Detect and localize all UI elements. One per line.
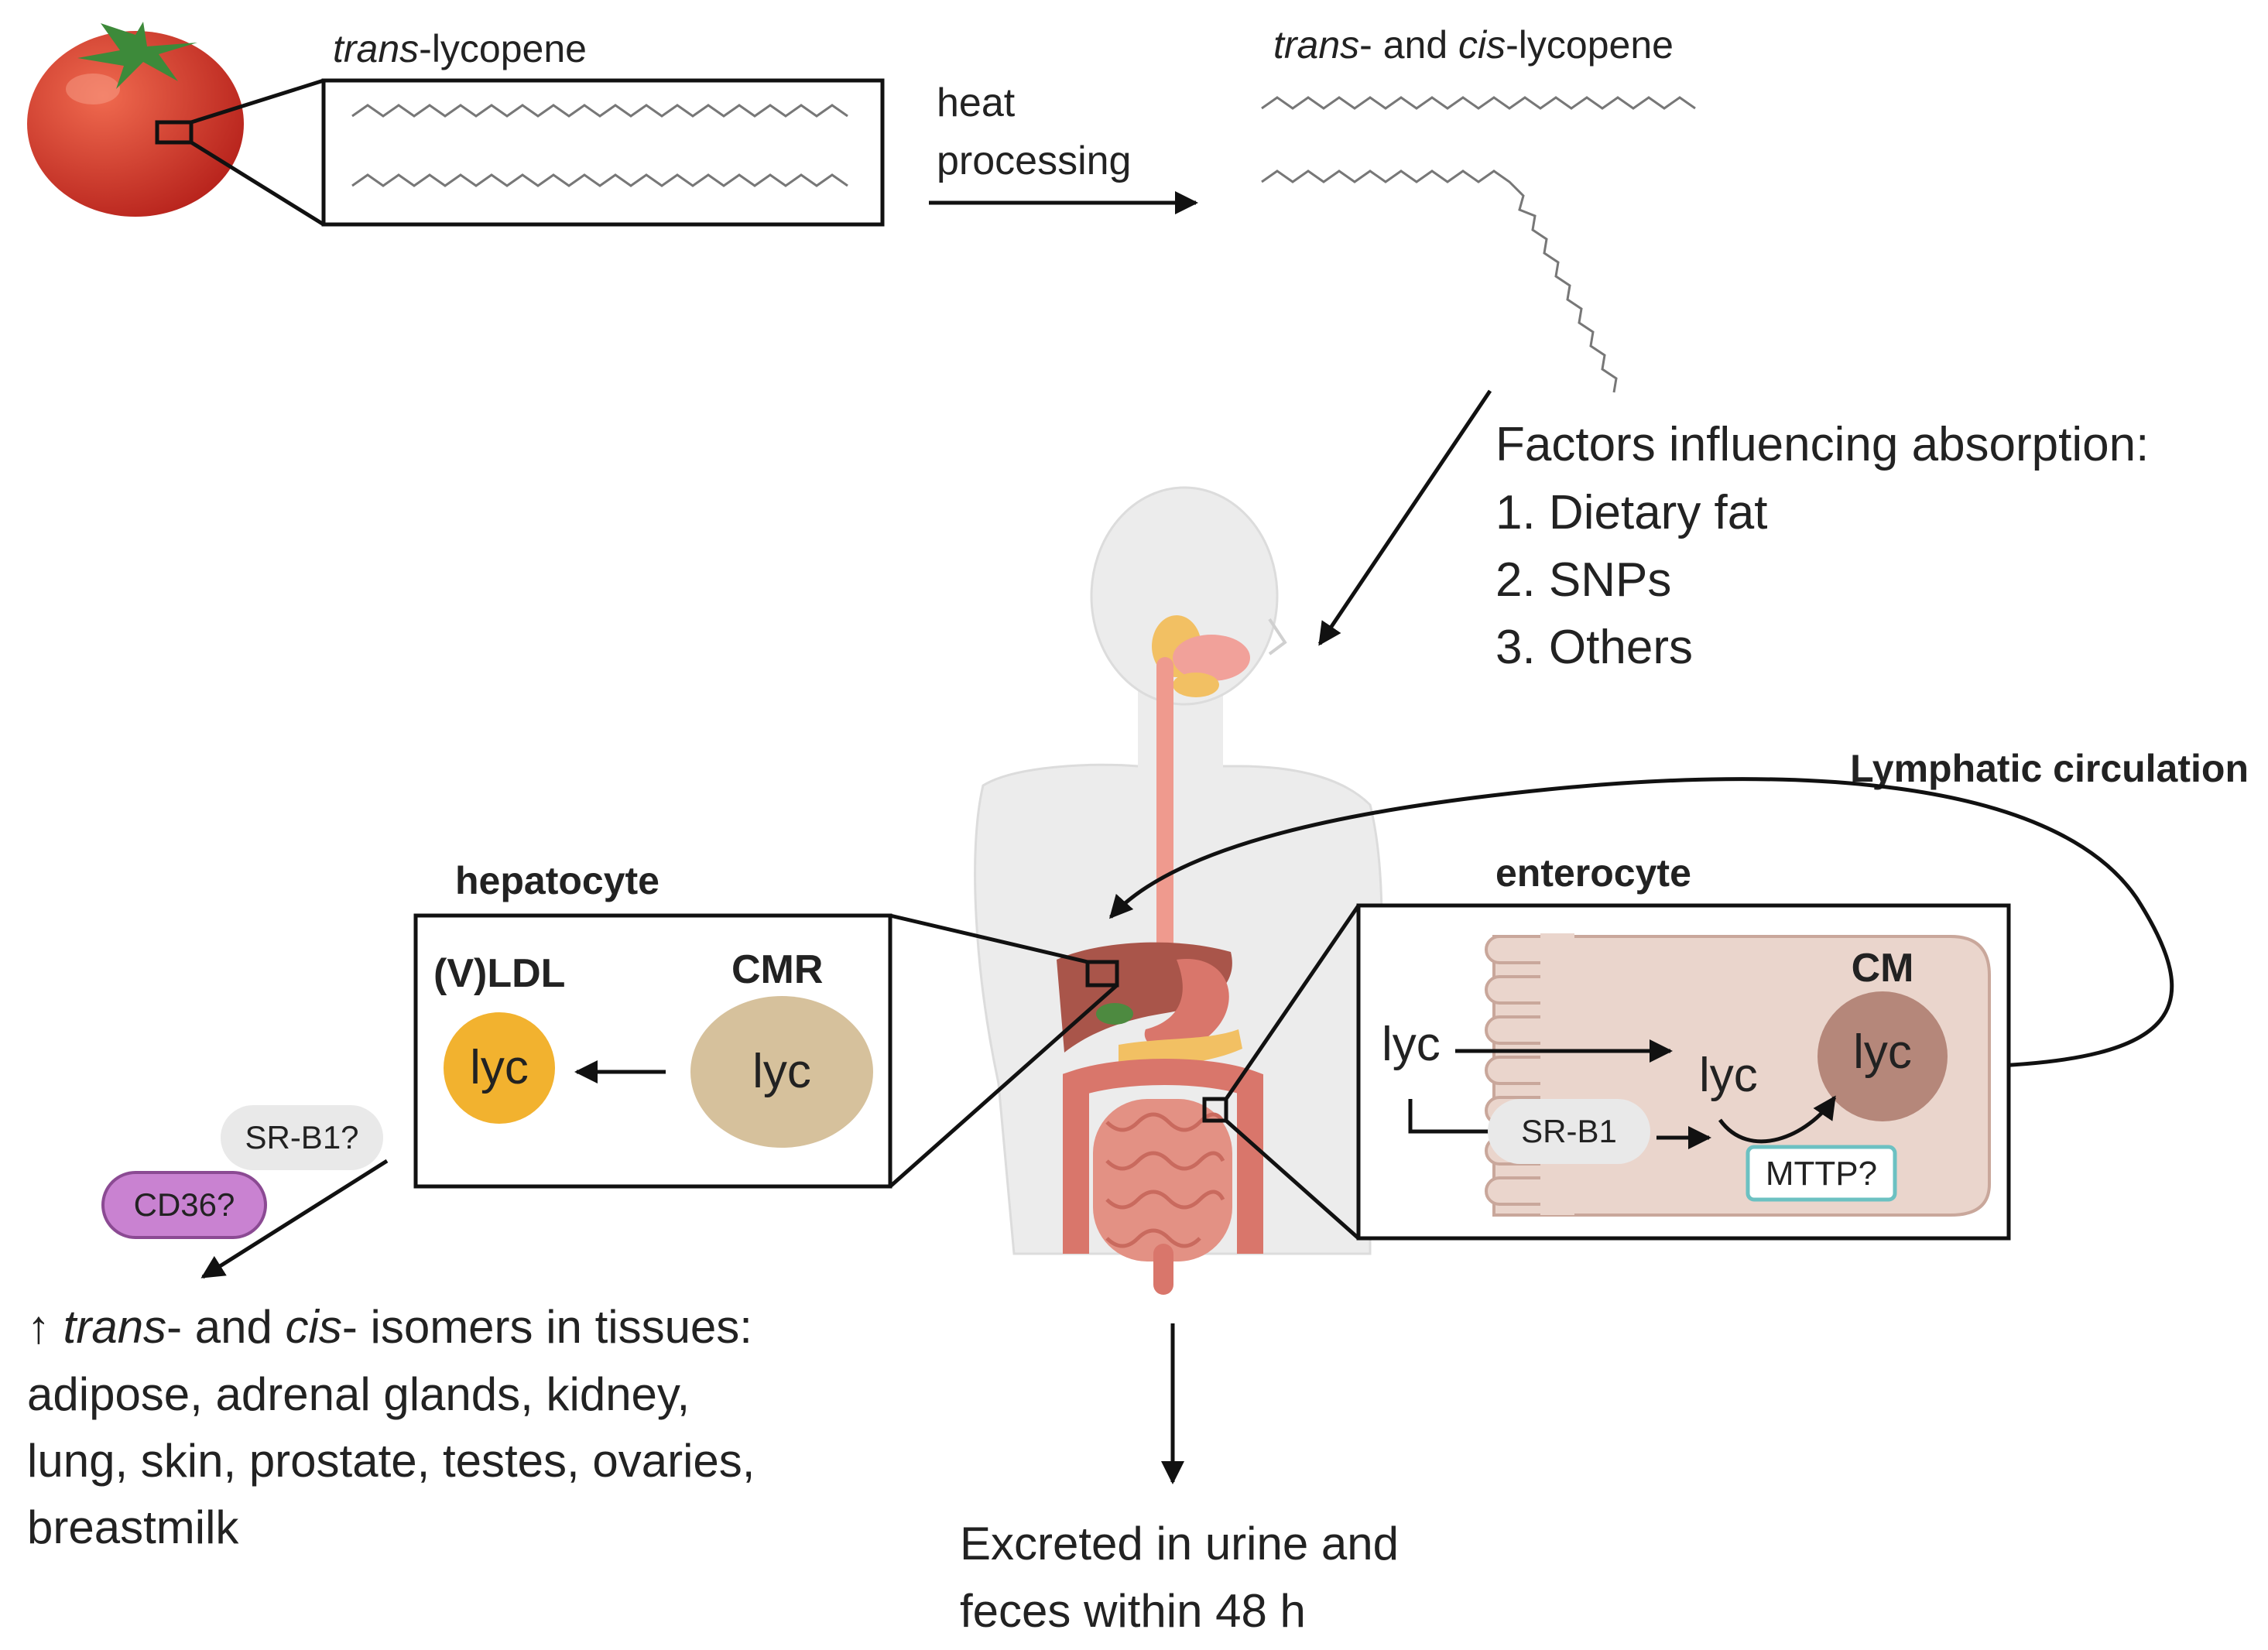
liver-zoom-marker bbox=[1085, 960, 1119, 988]
lymphatic-arrow bbox=[1108, 777, 2174, 1069]
cmr-particle bbox=[690, 996, 873, 1148]
factor-item: 1. Dietary fat bbox=[1495, 486, 1767, 539]
excreted-line: feces within 48 h bbox=[960, 1585, 1306, 1637]
molecule-chain bbox=[351, 104, 848, 118]
molecule-chain bbox=[1261, 169, 1618, 393]
human-body-icon bbox=[974, 486, 1383, 1295]
hepatocyte-zoom-line bbox=[889, 913, 1088, 964]
hepatocyte-zoom-line bbox=[889, 984, 1119, 1188]
molecule-chain bbox=[1261, 96, 1696, 110]
factors-title: Factors influencing absorption: bbox=[1495, 418, 2149, 471]
srb1-pill bbox=[1488, 1099, 1650, 1164]
svg-text:SR-B1: SR-B1 bbox=[1521, 1113, 1617, 1149]
cis-lycopene-molecules bbox=[1261, 96, 1696, 393]
factor-item: 2. SNPs bbox=[1495, 553, 1671, 607]
trans-lycopene-box bbox=[321, 78, 885, 227]
lymphatic-label: Lymphatic circulation bbox=[1850, 747, 2249, 790]
enterocyte-zoom-line bbox=[1224, 904, 1361, 1101]
intestine-zoom-marker bbox=[1202, 1097, 1228, 1123]
trans-cis-lycopene-label: trans- and cis-lycopene bbox=[1273, 23, 1674, 67]
factor-item: 3. Others bbox=[1495, 621, 1693, 674]
tissues-line: breastmilk bbox=[27, 1501, 239, 1553]
enterocyte-title: enterocyte bbox=[1495, 851, 1691, 895]
lyc-label: lyc bbox=[1382, 1018, 1441, 1071]
srb1-route bbox=[1408, 1099, 1506, 1134]
enterocyte-zoom-line bbox=[1225, 1119, 1360, 1240]
tomato-icon bbox=[27, 22, 325, 227]
cmr-label: CMR bbox=[731, 947, 823, 992]
hepatocyte-title: hepatocyte bbox=[455, 859, 660, 902]
tissues-line: adipose, adrenal glands, kidney, bbox=[27, 1368, 690, 1420]
tissue-arrow bbox=[200, 1159, 389, 1279]
vldl-label: (V)LDL bbox=[433, 951, 565, 996]
lyc-label: lyc bbox=[470, 1041, 529, 1094]
cm-label: CM bbox=[1852, 946, 1914, 991]
svg-text:SR-B1?: SR-B1? bbox=[245, 1119, 358, 1155]
hepatocyte-box: (V)LDL CMR lyc lyc bbox=[413, 913, 892, 1189]
cd36-receptor: CD36? bbox=[101, 1171, 267, 1239]
processing-label: processing bbox=[937, 139, 1131, 183]
mttp-box bbox=[1746, 1145, 1897, 1202]
enterocyte-box: CM lyc lyc lyc SR-B1 MTTP? bbox=[1356, 903, 2011, 1241]
svg-text:CD36?: CD36? bbox=[134, 1186, 235, 1223]
cell-cover bbox=[1540, 933, 1574, 1215]
srb1-receptor: SR-B1? bbox=[221, 1105, 383, 1170]
cm-particle bbox=[1817, 991, 1948, 1121]
vldl-particle bbox=[444, 1012, 555, 1124]
heat-label: heat bbox=[937, 80, 1016, 125]
molecule-chain bbox=[351, 173, 848, 187]
tissues-heading: ↑ trans- and cis- isomers in tissues: bbox=[27, 1301, 752, 1353]
lyc-label: lyc bbox=[752, 1045, 811, 1098]
trans-lycopene-label: trans-lycopene bbox=[333, 27, 587, 70]
mttp-arrow bbox=[1718, 1095, 1837, 1144]
tissues-line: lung, skin, prostate, testes, ovaries, bbox=[27, 1435, 755, 1487]
svg-text:MTTP?: MTTP? bbox=[1766, 1155, 1877, 1193]
excreted-line: Excreted in urine and bbox=[960, 1518, 1399, 1570]
lyc-label: lyc bbox=[1853, 1025, 1912, 1079]
lyc-label: lyc bbox=[1699, 1049, 1758, 1102]
absorption-arrow bbox=[1317, 389, 1492, 646]
